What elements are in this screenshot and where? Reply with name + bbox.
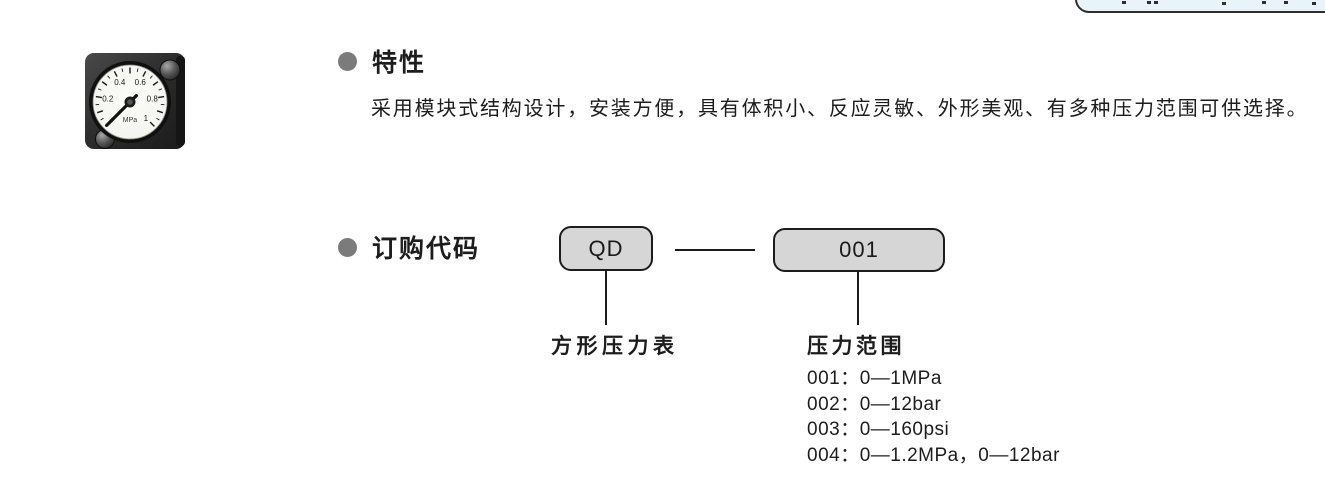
model-label: 方形压力表 [551,335,679,358]
gauge-dial-label: 0.6 [135,78,147,87]
features-description: 采用模块式结构设计，安装方便，具有体积小、反应灵敏、外形美观、有多种压力范围可供… [371,98,1309,120]
cut-text-remnants [1122,1,1126,4]
gauge-tick [100,117,104,121]
gauge-tick [136,68,139,72]
gauge-tick [149,121,155,127]
gauge-dial-label: 0.4 [114,78,126,87]
square-pressure-gauge-photo: 0.20.4 0.60.8 1 MPa [85,53,185,149]
features-section-heading: 特性 [338,46,427,77]
range-options-list: 001：0—1MPa 002：0—12bar 003：0—160psi 004：… [807,366,1060,468]
section-bullet-icon [338,237,357,257]
pressure-range-block: 压力范围 001：0—1MPa 002：0—12bar 003：0—160psi… [807,330,1060,468]
features-title: 特性 [372,49,427,77]
range-option: 004：0—1.2MPa，0—12bar [807,444,1060,466]
gauge-tick [158,88,163,91]
range-leader-line [857,271,859,325]
gauge-tick [156,110,164,114]
gauge-hub-center [127,99,133,105]
gauge-tick [97,88,102,91]
gauge-tick [107,75,111,79]
top-right-tab [1075,0,1325,13]
range-option: 002：0—12bar [807,393,942,415]
range-title: 压力范围 [807,335,905,358]
gauge-tick [156,117,160,121]
corner-screw-icon [159,59,181,81]
code-box-range: 001 [773,228,945,272]
code-box-model: QD [559,226,653,271]
range-option: 003：0—160psi [807,419,950,440]
gauge-tick [142,70,147,77]
model-leader-line [605,271,607,325]
ordering-title: 订购代码 [372,235,481,263]
gauge-tick [113,70,118,77]
gauge-tick [149,75,153,79]
gauge-tick [152,81,159,86]
code-connector-line [675,249,755,251]
gauge-dial-label: 0.8 [147,94,159,103]
gauge-tick [101,81,108,86]
gauge-unit-label: MPa [123,117,138,124]
ordering-section-heading: 订购代码 [338,232,481,263]
gauge-tick [96,110,104,114]
range-option: 001：0—1MPa [807,368,942,389]
gauge-tick [158,95,165,99]
gauge-tick [95,95,102,99]
section-bullet-icon [338,51,357,71]
gauge-tick [121,68,124,72]
gauge-dial-label: 1 [144,114,149,123]
gauge-body-side-face [176,56,185,146]
gauge-dial-label: 0.2 [102,94,114,103]
